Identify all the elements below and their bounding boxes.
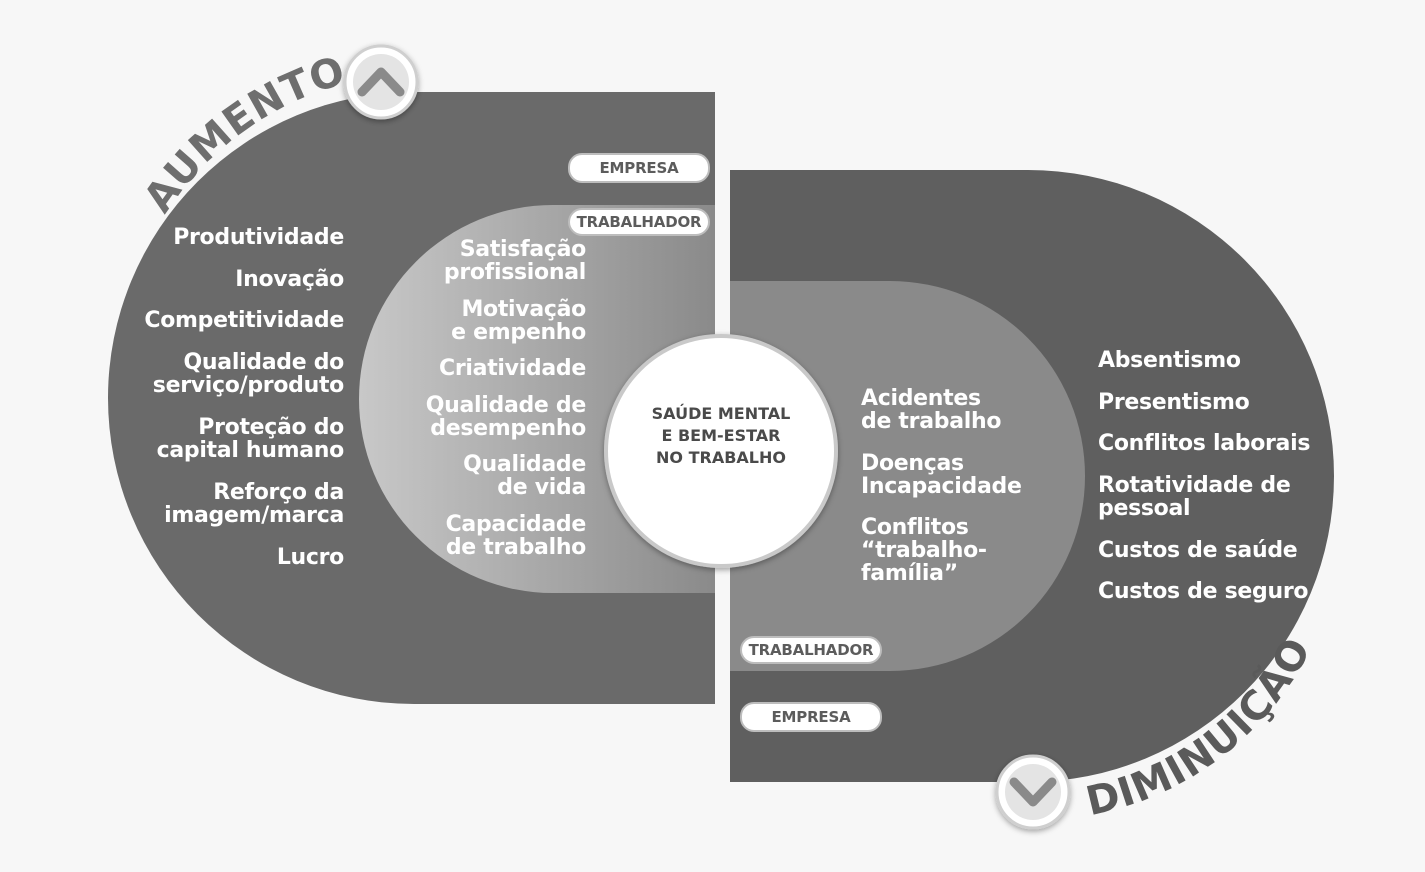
increase-company-item: Competitividade [144,308,344,333]
decrease-company-item: Rotatividade de pessoal [1098,473,1291,521]
increase-company-item: Qualidade do serviço/produto [152,350,345,398]
decrease-company-item: Absentismo [1098,348,1241,373]
chevron-up-icon [343,44,419,120]
chevron-down-icon [995,754,1071,830]
decrease-worker-shape [730,281,1085,671]
increase-worker-item: Criatividade [439,356,586,381]
decrease-company-item: Conflitos laborais [1098,431,1311,456]
decrease-company-item: Custos de saúde [1098,538,1298,563]
company-pill-bottom: EMPRESA [740,702,882,732]
increase-company-item: Proteção do capital humano [156,415,345,463]
worker-pill-bottom: TRABALHADOR [740,636,882,664]
company-pill-top: EMPRESA [568,153,710,183]
increase-company-item: Inovação [235,267,344,292]
decrease-worker-item: Doenças Incapacidade [861,451,1022,499]
increase-company-item: Produtividade [173,225,344,250]
center-circle [604,334,838,568]
increase-worker-item: Motivação e empenho [451,297,586,345]
decrease-company-item: Presentismo [1098,390,1250,415]
decrease-company-item: Custos de seguro [1098,579,1309,604]
increase-company-item: Reforço da imagem/marca [164,480,344,528]
increase-worker-item: Capacidade de trabalho [445,512,587,560]
decrease-worker-item: Conflitos “trabalho-família” [861,515,987,586]
center-label: SAÚDE MENTAL E BEM-ESTAR NO TRABALHO [651,404,791,467]
worker-pill-top: TRABALHADOR [568,208,710,236]
increase-worker-item: Satisfação profissional [443,237,586,285]
increase-worker-item: Qualidade de vida [463,452,586,500]
increase-worker-item: Qualidade de desempenho [425,393,587,441]
increase-company-item: Lucro [276,545,344,570]
decrease-worker-item: Acidentes de trabalho [861,386,1002,434]
